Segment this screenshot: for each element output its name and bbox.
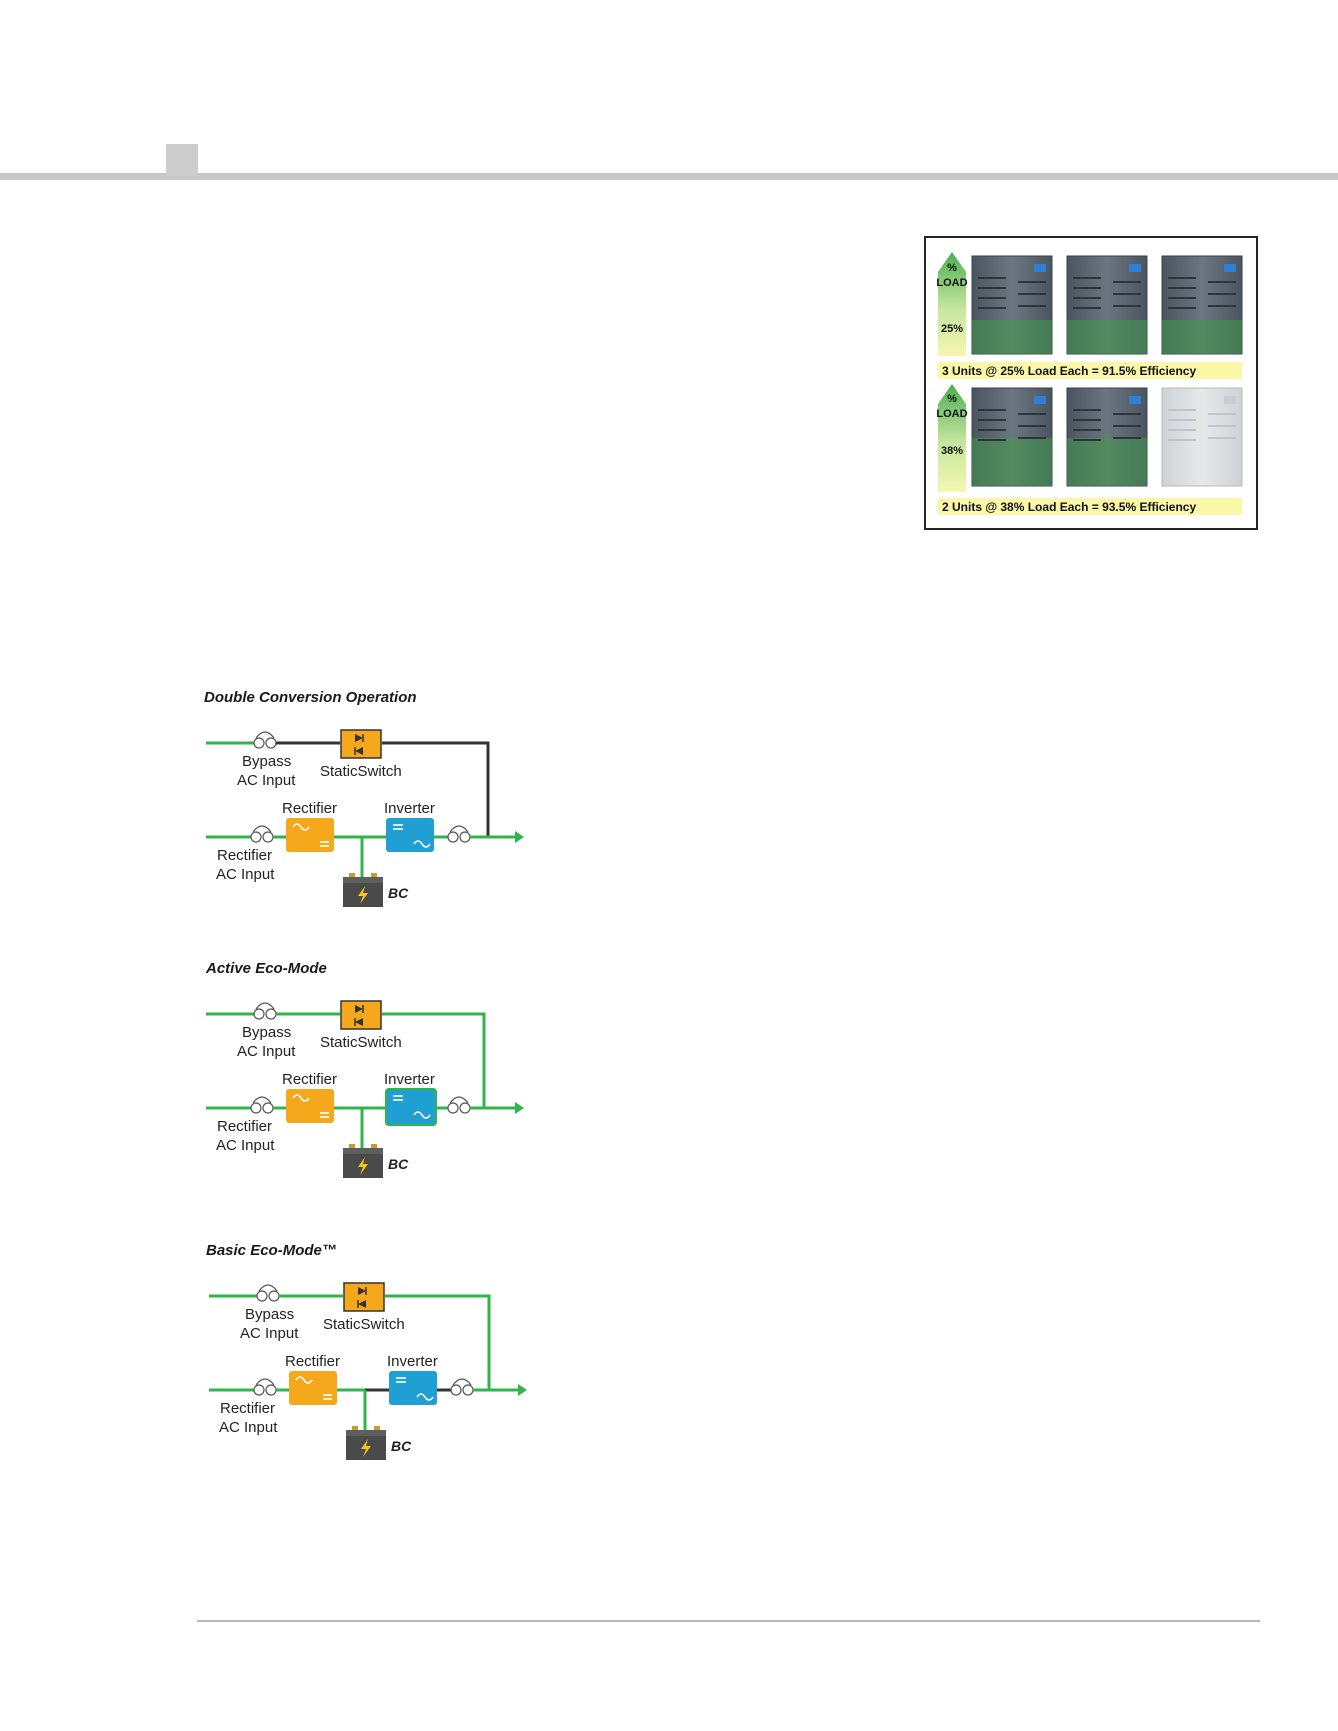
rectifier-label: Rectifier [282, 800, 337, 817]
rectifier-label: Rectifier [285, 1353, 340, 1370]
ups-cabinet-active [1161, 255, 1243, 355]
load-percent-label: 25% [941, 323, 963, 335]
rectifier-label: Rectifier [282, 1071, 337, 1088]
efficiency-caption: 3 Units @ 25% Load Each = 91.5% Efficien… [942, 364, 1196, 378]
rectifier-input-label: AC Input [216, 866, 275, 883]
breaker-icon [447, 825, 471, 843]
battery-label: BC [388, 885, 409, 901]
rectifier-input-label: Rectifier [217, 847, 272, 864]
rectifier-icon [286, 1089, 334, 1123]
breaker-icon [250, 825, 274, 843]
battery-label: BC [388, 1156, 409, 1172]
diagram-title: Basic Eco-Mode™ [206, 1242, 337, 1259]
load-arrow-icon [938, 252, 966, 356]
power-path-line [382, 1012, 486, 1108]
inverter-label: Inverter [387, 1353, 438, 1370]
ups-flow-diagram-basic-eco-mode: Bypass AC Input StaticSwitch Rectifier I… [209, 1282, 527, 1460]
battery-icon [343, 873, 383, 907]
diagram-title: Double Conversion Operation [204, 689, 417, 706]
load-axis-label: LOAD [936, 408, 967, 420]
load-arrow-icon [938, 384, 966, 492]
inverter-icon [389, 1371, 437, 1405]
load-axis-symbol: % [947, 262, 957, 274]
rectifier-input-label: Rectifier [217, 1118, 272, 1135]
output-arrow-icon [515, 831, 524, 843]
static-switch-label: StaticSwitch [320, 763, 402, 780]
breaker-icon [253, 1002, 277, 1020]
load-axis-label: LOAD [936, 277, 967, 289]
inverter-icon [385, 1088, 437, 1126]
bypass-label: Bypass [242, 1024, 291, 1041]
rectifier-icon [286, 818, 334, 852]
rectifier-input-label: AC Input [216, 1137, 275, 1154]
battery-icon [343, 1144, 383, 1178]
efficiency-row-2: % LOAD 38% 2 Units @ 38% Load Eac [936, 384, 1243, 515]
caption-band [938, 362, 1242, 379]
efficiency-row-1: % LOAD 25% 3 Units @ 25% [936, 252, 1243, 379]
static-switch-icon [343, 1282, 385, 1312]
inverter-label: Inverter [384, 1071, 435, 1088]
inverter-label: Inverter [384, 800, 435, 817]
efficiency-panel-graphic: % LOAD 25% 3 Units @ 25% [936, 252, 1243, 515]
bypass-label: AC Input [237, 1043, 296, 1060]
caption-band [938, 498, 1242, 515]
ups-flow-diagram-active-eco-mode: Bypass AC Input StaticSwitch Rectifier I… [206, 1000, 524, 1178]
breaker-icon [256, 1284, 280, 1302]
breaker-icon [250, 1096, 274, 1114]
ups-cabinet-active [971, 255, 1053, 355]
ups-cabinet-inactive [1161, 387, 1243, 487]
inactive-path-line [382, 741, 490, 837]
ups-cabinet-active [1066, 255, 1148, 355]
footer-rule [197, 1620, 1260, 1622]
efficiency-caption: 2 Units @ 38% Load Each = 93.5% Efficien… [942, 500, 1196, 514]
bypass-label: Bypass [242, 753, 291, 770]
rectifier-icon [289, 1371, 337, 1405]
breaker-icon [447, 1096, 471, 1114]
breaker-icon [253, 731, 277, 749]
load-percent-label: 38% [941, 445, 963, 457]
power-path-line [385, 1294, 491, 1390]
bypass-label: AC Input [237, 772, 296, 789]
load-axis-symbol: % [947, 393, 957, 405]
breaker-icon [253, 1378, 277, 1396]
output-arrow-icon [518, 1384, 527, 1396]
bypass-label: AC Input [240, 1325, 299, 1342]
inverter-icon [386, 818, 434, 852]
static-switch-icon [340, 729, 382, 759]
rectifier-input-label: AC Input [219, 1419, 278, 1436]
static-switch-icon [340, 1000, 382, 1030]
ups-cabinet-active [971, 387, 1053, 487]
bypass-label: Bypass [245, 1306, 294, 1323]
header-tab-marker [166, 144, 198, 176]
static-switch-label: StaticSwitch [323, 1316, 405, 1333]
diagram-title: Active Eco-Mode [206, 960, 327, 977]
battery-icon [346, 1426, 386, 1460]
ups-flow-diagram-double-conversion: Bypass AC Input StaticSwitch Rectifier I… [206, 729, 524, 907]
efficiency-comparison-panel: % LOAD 25% 3 Units @ 25% [924, 236, 1258, 530]
header-rule [0, 173, 1338, 180]
output-arrow-icon [515, 1102, 524, 1114]
breaker-icon [450, 1378, 474, 1396]
battery-label: BC [391, 1438, 412, 1454]
ups-cabinet-active [1066, 387, 1148, 487]
static-switch-label: StaticSwitch [320, 1034, 402, 1051]
rectifier-input-label: Rectifier [220, 1400, 275, 1417]
